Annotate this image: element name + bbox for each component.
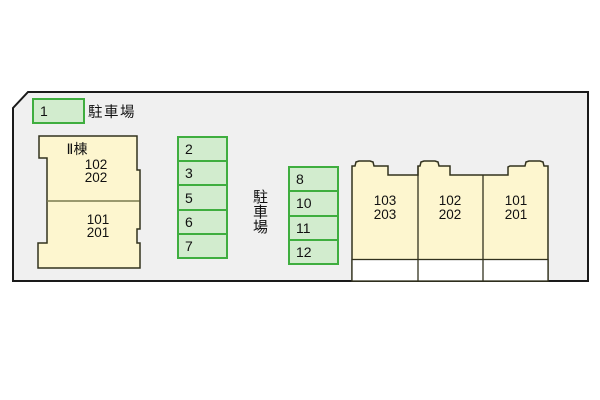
space-number: 11 [296,219,311,236]
space-number: 2 [185,141,193,158]
legend-space-number: 1 [40,103,48,119]
parking-space-8: 8 [290,168,337,193]
parking-space-6: 6 [179,211,226,235]
unit-number: 202 [438,206,462,222]
building-right-shape [351,160,549,282]
unit-number: 201 [504,206,528,222]
parking-space-2: 2 [179,138,226,163]
unit-number: 101 [504,193,528,208]
building-right-lower-strip [351,258,549,282]
unit-number: 102 [84,157,108,172]
parking-space-12: 12 [290,241,337,263]
right-building-unit-103-203-label: 103 203 [352,194,418,221]
parking-space-5: 5 [179,186,226,211]
space-number: 5 [185,189,193,206]
building-2-shape [37,135,141,269]
parking-space-10: 10 [290,192,337,217]
right-building-unit-101-201-label: 101 201 [483,194,549,221]
parking-column-a: 2 3 5 6 7 [177,136,228,259]
unit-number: 101 [86,212,110,227]
unit-number: 102 [438,193,462,208]
space-number: 3 [185,165,193,182]
building-2-name: Ⅱ棟 [66,141,88,157]
unit-number: 203 [373,206,397,222]
space-number: 6 [185,213,193,230]
parking-lot-label: 駐車場 [88,105,136,121]
legend-parking-space-1: 1 [32,98,85,124]
unit-number: 202 [84,169,108,185]
unit-number: 201 [86,224,110,240]
parking-space-7: 7 [179,235,226,257]
right-building-unit-102-202-label: 102 202 [417,194,483,221]
space-number: 7 [185,237,193,254]
parking-space-11: 11 [290,217,337,241]
space-number: 10 [296,195,312,212]
building-2-upper-unit-label: 102 202 [56,157,136,185]
parking-column-b: 8 10 11 12 [288,166,339,265]
space-number: 12 [296,243,312,260]
parking-area-label-vertical: 駐車場 [251,189,268,234]
building-2-lower-unit-label: 101 201 [58,212,138,240]
unit-number: 103 [373,193,397,208]
parking-space-3: 3 [179,162,226,187]
space-number: 8 [296,171,304,188]
